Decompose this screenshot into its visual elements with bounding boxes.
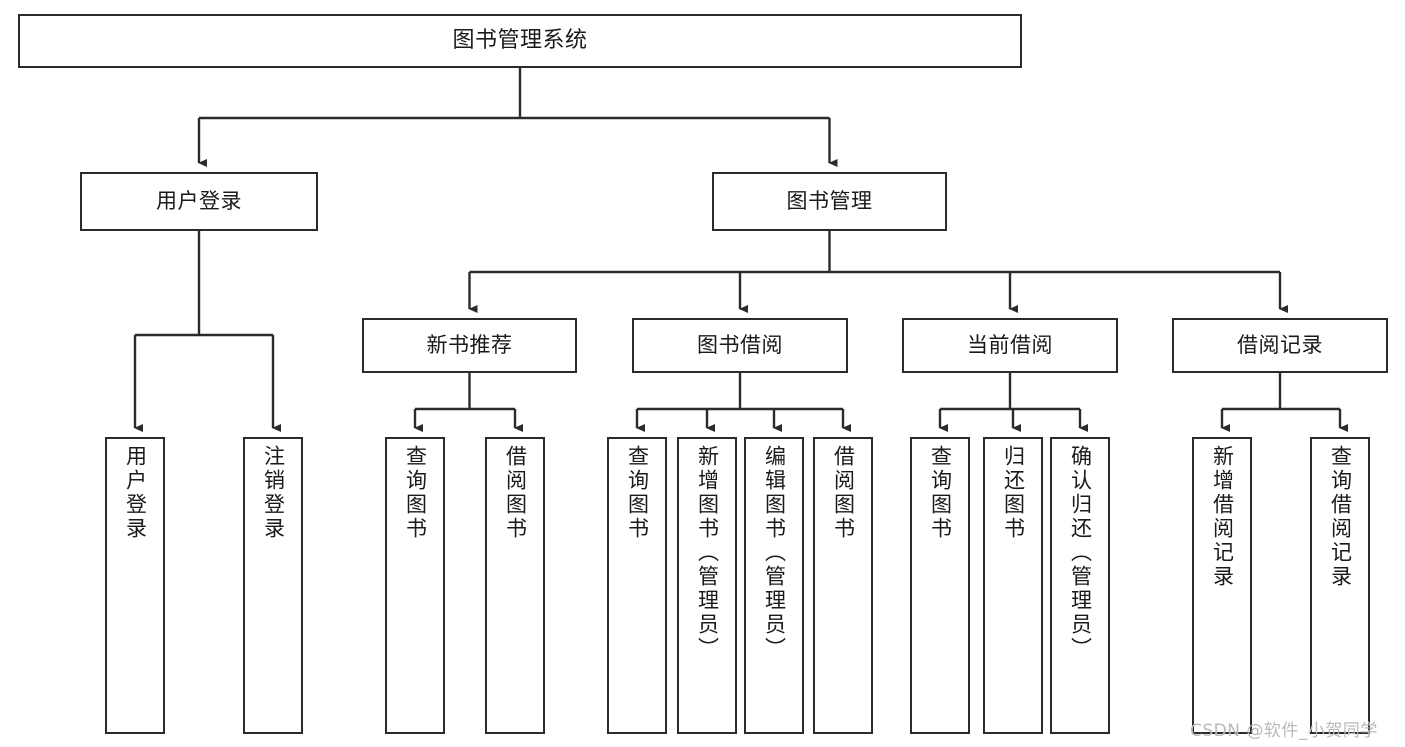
node-leaf-query-book-2[interactable]: 查询图书 xyxy=(607,437,667,734)
node-label: 新书推荐 xyxy=(426,333,513,358)
node-leaf-confirm-return[interactable]: 确认归还（管理员） xyxy=(1050,437,1110,734)
node-label: 归还图书 xyxy=(1001,445,1026,541)
node-leaf-borrow-book-2[interactable]: 借阅图书 xyxy=(813,437,873,734)
node-new-book-rec[interactable]: 新书推荐 xyxy=(362,318,577,373)
node-leaf-add-book[interactable]: 新增图书（管理员） xyxy=(677,437,737,734)
node-label: 借阅记录 xyxy=(1237,333,1323,358)
node-book-manage[interactable]: 图书管理 xyxy=(712,172,947,231)
node-leaf-borrow-book-1[interactable]: 借阅图书 xyxy=(485,437,545,734)
node-user-login[interactable]: 用户登录 xyxy=(80,172,318,231)
node-label: 当前借阅 xyxy=(967,333,1053,358)
node-leaf-edit-book[interactable]: 编辑图书（管理员） xyxy=(744,437,804,734)
node-label: 图书管理系统 xyxy=(452,28,588,54)
node-label: 查询借阅记录 xyxy=(1328,445,1353,589)
node-current-borrow[interactable]: 当前借阅 xyxy=(902,318,1118,373)
node-label: 用户登录 xyxy=(156,189,242,214)
node-leaf-query-record[interactable]: 查询借阅记录 xyxy=(1310,437,1370,734)
node-label: 注销登录 xyxy=(261,445,286,541)
node-label: 图书借阅 xyxy=(697,333,783,358)
node-label: 借阅图书 xyxy=(831,445,856,541)
node-label: 图书管理 xyxy=(786,189,873,214)
node-label: 用户登录 xyxy=(123,445,148,541)
node-leaf-query-book-1[interactable]: 查询图书 xyxy=(385,437,445,734)
node-borrow-record[interactable]: 借阅记录 xyxy=(1172,318,1388,373)
node-label: 借阅图书 xyxy=(503,445,528,541)
node-leaf-query-book-3[interactable]: 查询图书 xyxy=(910,437,970,734)
node-label: 编辑图书（管理员） xyxy=(762,445,787,661)
node-leaf-return-book[interactable]: 归还图书 xyxy=(983,437,1043,734)
node-book-borrow[interactable]: 图书借阅 xyxy=(632,318,848,373)
node-leaf-add-record[interactable]: 新增借阅记录 xyxy=(1192,437,1252,734)
node-label: 查询图书 xyxy=(403,445,428,541)
node-label: 新增图书（管理员） xyxy=(695,445,720,661)
csdn-watermark: CSDN @软件_小贺同学 xyxy=(1190,721,1378,741)
node-label: 查询图书 xyxy=(928,445,953,541)
node-label: 查询图书 xyxy=(625,445,650,541)
node-leaf-user-login[interactable]: 用户登录 xyxy=(105,437,165,734)
node-label: 确认归还（管理员） xyxy=(1068,445,1093,661)
node-root[interactable]: 图书管理系统 xyxy=(18,14,1022,68)
node-leaf-user-logout[interactable]: 注销登录 xyxy=(243,437,303,734)
node-label: 新增借阅记录 xyxy=(1210,445,1235,589)
